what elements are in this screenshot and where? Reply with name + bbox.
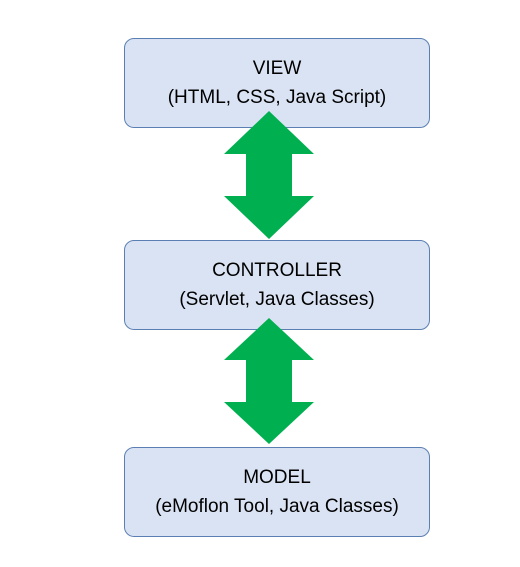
view-subtitle: (HTML, CSS, Java Script) xyxy=(167,87,387,108)
controller-model-arrow-shape xyxy=(224,318,314,444)
model-box: MODEL (eMoflon Tool, Java Classes) xyxy=(124,447,430,537)
view-title: VIEW xyxy=(252,58,302,79)
controller-box: CONTROLLER (Servlet, Java Classes) xyxy=(124,240,430,330)
controller-model-double-arrow-icon xyxy=(224,318,314,444)
view-controller-double-arrow-icon xyxy=(224,111,314,239)
model-subtitle: (eMoflon Tool, Java Classes) xyxy=(155,496,399,517)
model-title: MODEL xyxy=(243,467,311,488)
controller-subtitle: (Servlet, Java Classes) xyxy=(179,289,375,310)
controller-title: CONTROLLER xyxy=(212,260,342,281)
view-controller-arrow-shape xyxy=(224,111,314,239)
view-box: VIEW (HTML, CSS, Java Script) xyxy=(124,38,430,128)
